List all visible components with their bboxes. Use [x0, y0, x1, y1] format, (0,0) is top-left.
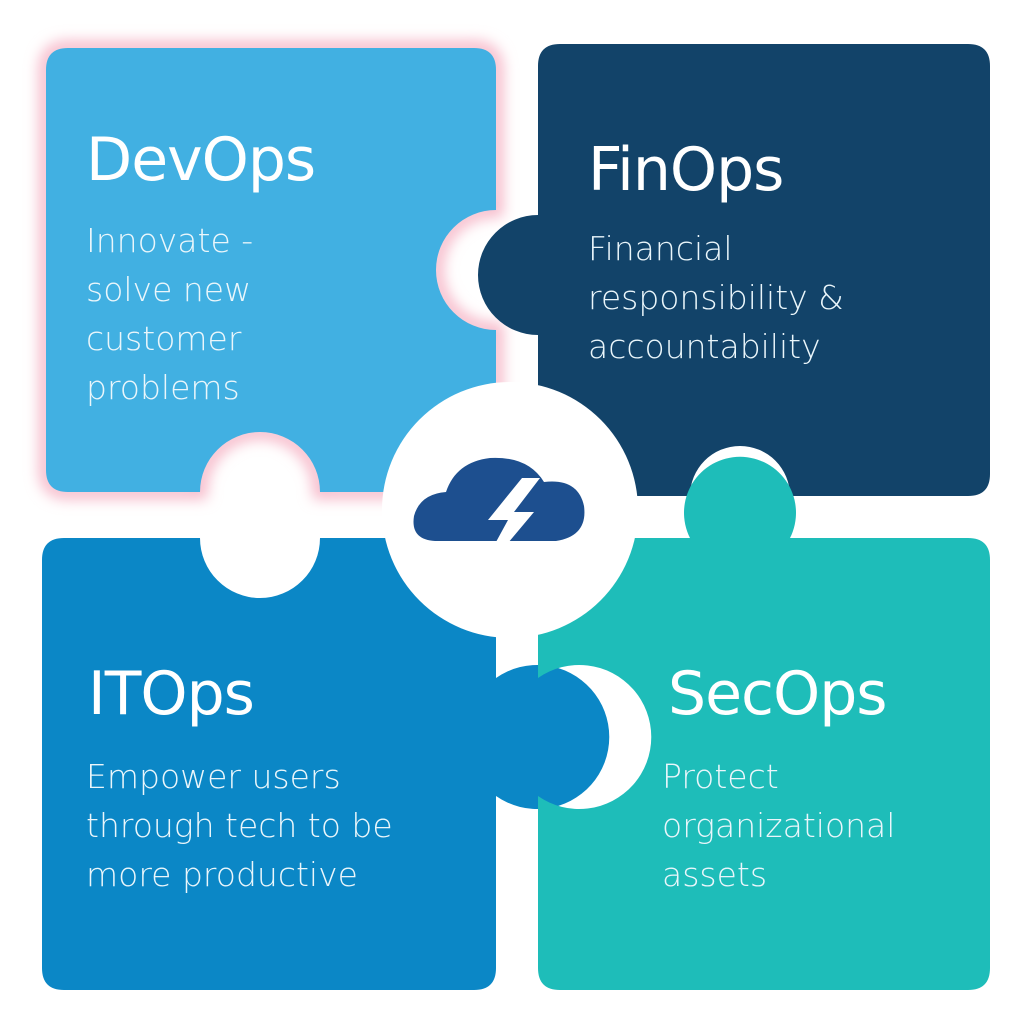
secops-description: Protect organizational assets	[662, 752, 895, 899]
devops-line: customer	[86, 319, 242, 358]
secops-line: Protect	[662, 757, 779, 796]
secops-line: assets	[662, 855, 768, 894]
finops-line: Financial	[588, 229, 733, 268]
itops-line: more productive	[86, 855, 358, 894]
itops-description: Empower users through tech to be more pr…	[86, 752, 393, 899]
secops-title: SecOps	[668, 659, 888, 729]
itops-line: Empower users	[86, 757, 341, 796]
itops-title: ITOps	[88, 659, 255, 729]
devops-line: solve new	[86, 270, 252, 309]
devops-description: Innovate - solve new customer problems	[86, 216, 253, 412]
devops-title: DevOps	[86, 125, 316, 195]
finops-description: Financial responsibility & accountabilit…	[588, 224, 844, 371]
finops-piece	[478, 44, 990, 496]
itops-piece	[42, 538, 610, 990]
devops-line: Innovate -	[86, 221, 254, 260]
finops-line: accountability	[588, 327, 821, 366]
secops-piece	[538, 456, 990, 990]
devops-piece	[46, 48, 496, 492]
itops-line: through tech to be	[86, 806, 393, 845]
finops-line: responsibility &	[588, 278, 844, 317]
secops-line: organizational	[662, 806, 896, 845]
finops-title: FinOps	[588, 135, 784, 205]
cloud-lightning-icon	[413, 457, 585, 586]
devops-line: problems	[86, 368, 240, 407]
